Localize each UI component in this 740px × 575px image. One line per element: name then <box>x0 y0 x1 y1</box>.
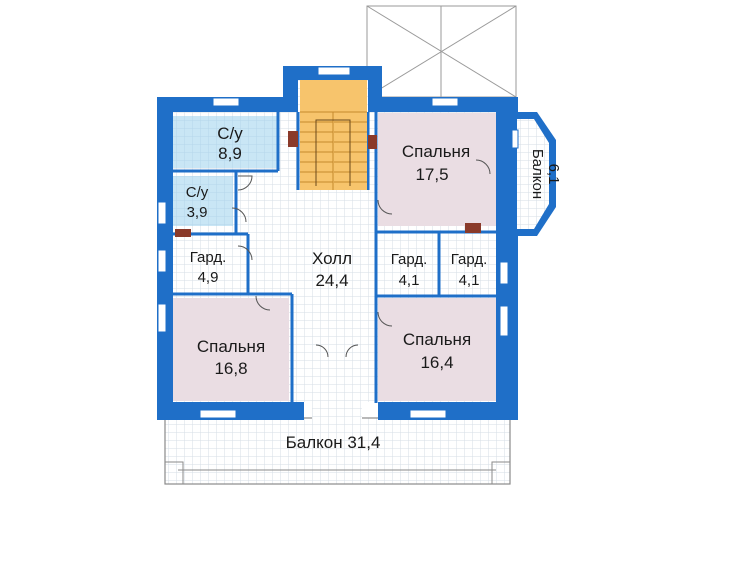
bed3-floor <box>378 298 496 401</box>
bed1-name: Спальня <box>402 142 470 161</box>
chimneys <box>175 131 481 237</box>
balcony-big-label: Балкон 31,4 <box>286 433 381 452</box>
bed3-area: 16,4 <box>420 353 453 372</box>
doors <box>231 159 491 358</box>
wc1-area: 8,9 <box>218 144 242 163</box>
hall-name: Холл <box>312 249 352 268</box>
staircase <box>300 80 367 190</box>
roof-outline <box>366 5 517 98</box>
bed3-name: Спальня <box>403 330 471 349</box>
balcony-small-area: 6,1 <box>545 164 562 185</box>
balcony-small-name: Балкон <box>529 149 546 199</box>
gard3-floor <box>442 240 496 293</box>
gard2-floor <box>378 240 436 293</box>
hall-area: 24,4 <box>315 271 348 290</box>
wc1-name: С/у <box>217 124 243 143</box>
gard2-area: 4,1 <box>399 272 420 289</box>
room-labels: С/у 8,9 С/у 3,9 Гард. 4,9 Холл 24,4 Гард… <box>186 124 562 452</box>
windows <box>157 66 519 419</box>
wc2-floor <box>173 176 233 226</box>
wc2-name: С/у <box>186 184 209 201</box>
gard1-floor <box>173 240 246 290</box>
wc1-floor <box>173 116 277 168</box>
bed1-floor <box>378 113 496 226</box>
gard1-name: Гард. <box>190 249 227 266</box>
gard2-name: Гард. <box>391 251 428 268</box>
wc2-area: 3,9 <box>187 204 208 221</box>
bed2-name: Спальня <box>197 337 265 356</box>
hall-exit <box>312 376 362 420</box>
partitions <box>173 112 498 403</box>
bed1-area: 17,5 <box>415 165 448 184</box>
gard3-area: 4,1 <box>459 272 480 289</box>
bed2-floor <box>173 298 289 401</box>
gard1-area: 4,9 <box>198 269 219 286</box>
big-balcony <box>164 417 511 485</box>
small-balcony <box>512 112 556 236</box>
bed2-area: 16,8 <box>214 359 247 378</box>
gard3-name: Гард. <box>451 251 488 268</box>
